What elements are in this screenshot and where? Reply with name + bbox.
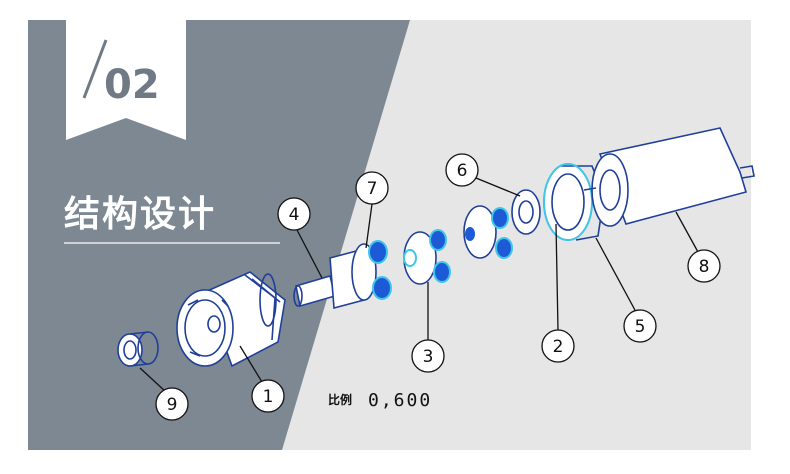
- part-3-planet-stage: [403, 229, 451, 285]
- callout-1: 1: [239, 345, 285, 413]
- part-9-bushing: [117, 331, 159, 367]
- section-title: 结构设计: [64, 194, 216, 235]
- callout-8: 8: [675, 211, 721, 283]
- svg-text:8: 8: [699, 257, 710, 277]
- scale-value: 0,600: [368, 390, 432, 411]
- part-5-ring-cage: [543, 163, 605, 241]
- svg-text:1: 1: [263, 387, 274, 407]
- callout-7: 7: [355, 171, 389, 249]
- callout-5: 5: [595, 237, 657, 343]
- section-badge: 02: [66, 20, 186, 140]
- callout-4: 4: [277, 197, 323, 279]
- part-planet-stage-2: [463, 205, 513, 259]
- svg-text:5: 5: [635, 317, 646, 337]
- svg-text:9: 9: [167, 395, 178, 415]
- svg-text:4: 4: [289, 205, 300, 225]
- part-7-carrier: [329, 240, 392, 310]
- callout-9: 9: [139, 367, 189, 421]
- callout-6: 6: [445, 153, 521, 197]
- svg-text:6: 6: [457, 161, 468, 181]
- part-8-motor: [583, 127, 755, 227]
- callout-3: 3: [411, 282, 445, 373]
- svg-text:7: 7: [367, 179, 378, 199]
- section-number: 02: [104, 62, 160, 108]
- svg-text:2: 2: [553, 337, 564, 357]
- svg-text:3: 3: [423, 347, 434, 367]
- callout-2: 2: [541, 223, 575, 363]
- scale-label: 比例: [328, 392, 352, 407]
- part-6-washer: [511, 189, 541, 235]
- part-1-housing: [176, 271, 286, 368]
